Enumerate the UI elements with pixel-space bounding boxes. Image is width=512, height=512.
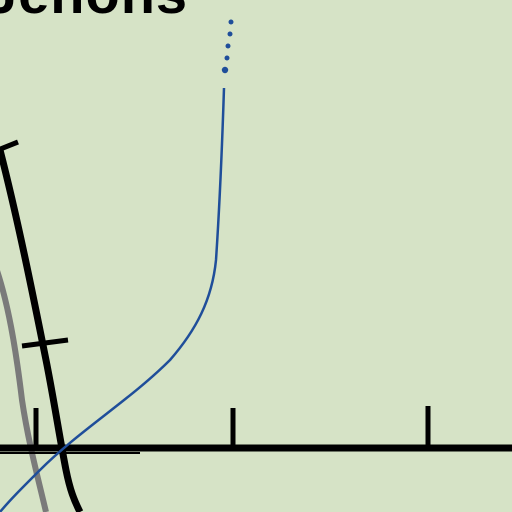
waterway-dot (221, 66, 229, 74)
waterway-dot (224, 55, 230, 61)
waterway-dot (228, 19, 234, 25)
waterway-dot (225, 43, 231, 49)
railway-tick (21, 337, 69, 349)
railway-main (0, 149, 84, 512)
waterway-dot (227, 31, 233, 37)
railway-tick (0, 139, 19, 152)
secondary-road (0, 270, 49, 512)
place-label: Jenons (0, 0, 188, 22)
waterway-line (0, 87, 226, 512)
